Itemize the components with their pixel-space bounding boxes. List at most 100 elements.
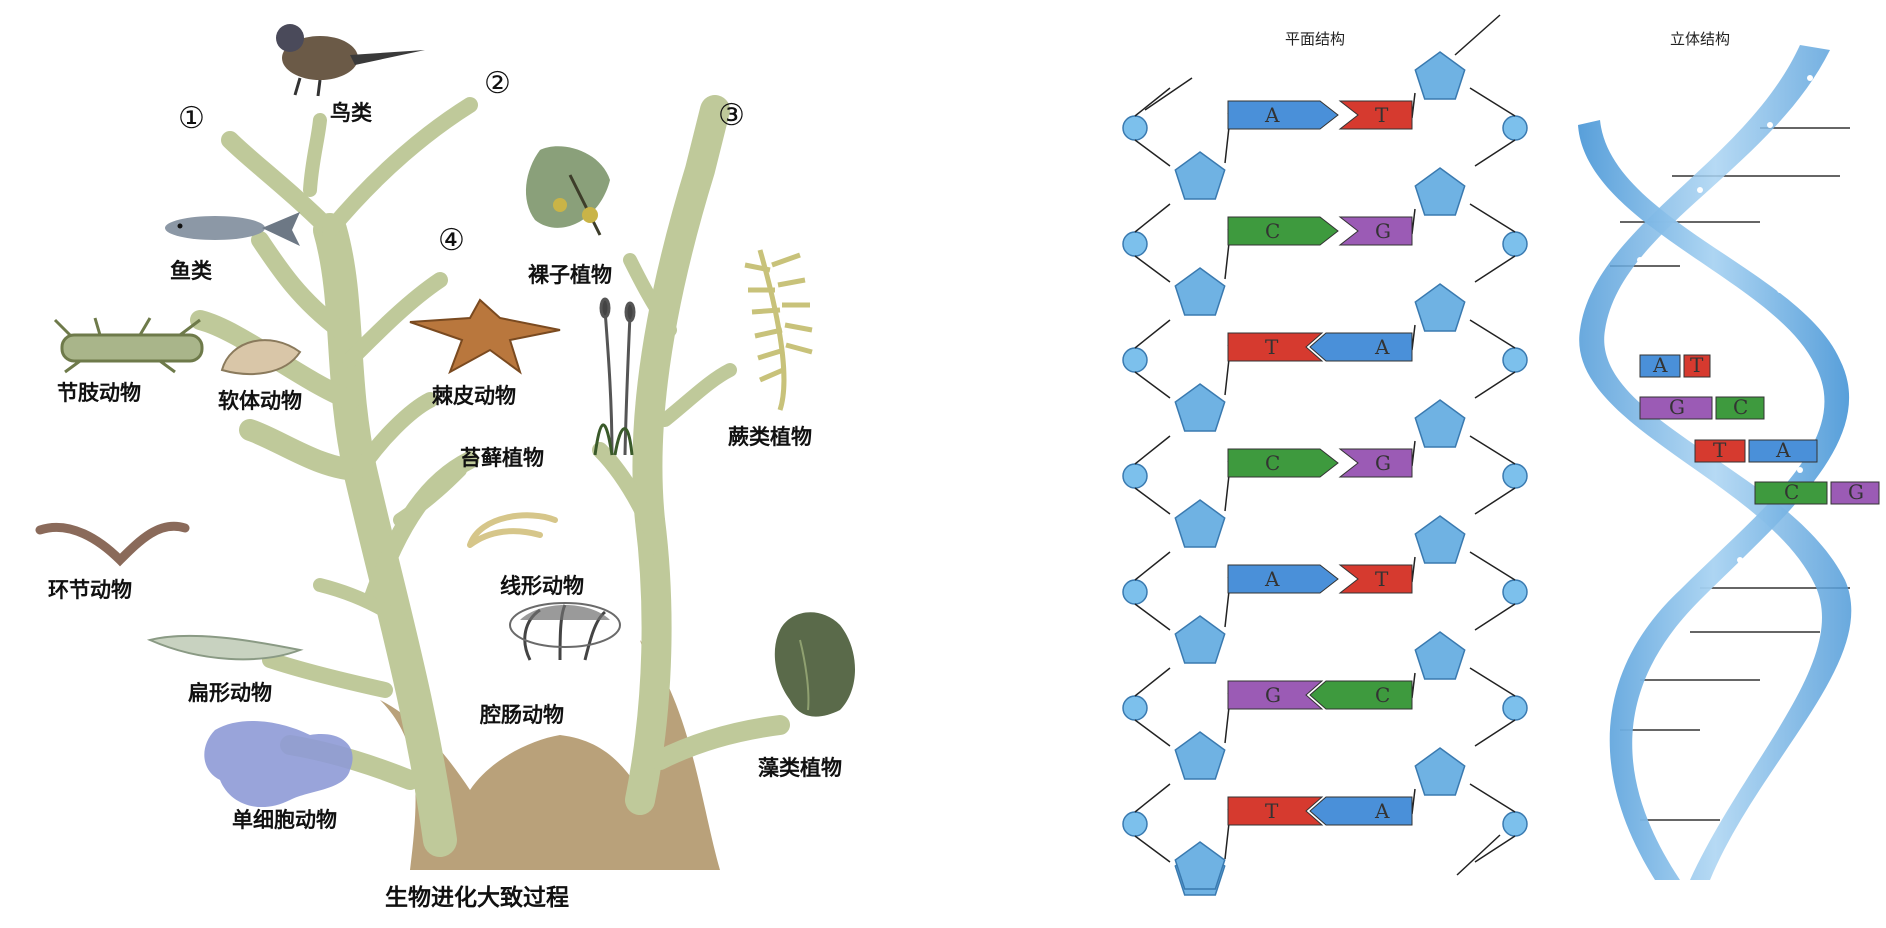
helix-dot [1737, 557, 1743, 563]
left-phosphate [1122, 811, 1148, 837]
coelenterate-icon [509, 602, 621, 661]
protozoa-icon [204, 720, 353, 808]
base-letter: A [1374, 799, 1390, 823]
flatworm-icon [146, 634, 304, 661]
base-g [1227, 680, 1324, 710]
base-g [1338, 216, 1413, 246]
label-arthropods: 节肢动物 [57, 381, 141, 405]
label-gymnosperms: 裸子植物 [528, 263, 612, 287]
base-c [1227, 216, 1339, 246]
label-fish: 鱼类 [170, 259, 213, 283]
left-deoxyribose [1174, 615, 1226, 664]
left-deoxyribose [1174, 731, 1226, 780]
base-letter: T [1265, 799, 1279, 823]
base-letter: C [1265, 219, 1280, 243]
branch-number-2: ② [484, 66, 511, 101]
helix-structure-title: 立体结构 [1670, 30, 1730, 48]
helix-dot [1807, 75, 1813, 81]
helix-dot [1687, 637, 1693, 643]
helix-base-letter: T [1690, 353, 1704, 377]
helix-base-letter: C [1784, 480, 1799, 504]
base-letter: G [1375, 451, 1391, 475]
base-a [1309, 332, 1413, 362]
label-protozoa: 单细胞动物 [232, 808, 337, 832]
label-echinoderms: 棘皮动物 [432, 384, 516, 408]
base-letter: T [1375, 567, 1389, 591]
fish-icon [165, 212, 300, 246]
gymnosperm-icon [525, 146, 610, 236]
annelid-icon [35, 521, 190, 567]
base-g [1338, 448, 1413, 478]
label-mosses: 苔藓植物 [460, 446, 544, 470]
branch-number-4: ④ [438, 223, 465, 258]
base-letter: A [1374, 335, 1390, 359]
helix-base-letter: G [1848, 480, 1864, 504]
right-phosphate [1502, 347, 1528, 373]
right-phosphate [1502, 231, 1528, 257]
helix-dot [1637, 257, 1643, 263]
label-coelenterates: 腔肠动物 [479, 703, 564, 727]
helix-base-g [1830, 481, 1880, 505]
nematode-icon [467, 512, 558, 548]
right-deoxyribose [1414, 631, 1466, 680]
left-phosphate [1122, 579, 1148, 605]
fern-icon [744, 249, 813, 411]
left-deoxyribose [1174, 151, 1226, 200]
helix-base-a [1639, 354, 1681, 378]
right-deoxyribose [1414, 167, 1466, 216]
branch-number-1: ① [178, 101, 205, 136]
left-phosphate [1122, 463, 1148, 489]
mollusk-icon [220, 339, 302, 375]
helix-base-t [1683, 354, 1711, 378]
base-t [1227, 332, 1324, 362]
left-deoxyribose [1174, 267, 1226, 316]
base-c [1309, 680, 1413, 710]
left-deoxyribose [1174, 841, 1226, 890]
helix-base-letter: A [1652, 353, 1668, 377]
plane-backbone [1122, 14, 1528, 896]
right-deoxyribose [1414, 515, 1466, 564]
plane-structure-title: 平面结构 [1285, 30, 1345, 48]
helix-dot [1767, 122, 1773, 128]
right-phosphate [1502, 463, 1528, 489]
label-flatworms: 扁形动物 [188, 681, 272, 705]
helix-base-c [1754, 481, 1828, 505]
right-deoxyribose [1414, 747, 1466, 796]
base-letter: G [1265, 683, 1281, 707]
label-algae: 藻类植物 [758, 756, 842, 780]
right-phosphate [1502, 115, 1528, 141]
helix-dot [1717, 367, 1723, 373]
base-letter: A [1264, 103, 1280, 127]
left-phosphate [1122, 231, 1148, 257]
right-phosphate [1502, 695, 1528, 721]
base-a [1227, 100, 1339, 130]
starfish-icon [409, 298, 561, 375]
helix-base-g [1639, 396, 1713, 420]
right-deoxyribose [1414, 51, 1466, 100]
right-deoxyribose [1414, 399, 1466, 448]
label-birds: 鸟类 [330, 101, 373, 125]
base-t [1338, 100, 1413, 130]
helix-base-t [1694, 439, 1746, 463]
helix-strand-front [1578, 120, 1850, 880]
helix-dot [1657, 737, 1663, 743]
arthropod-icon [53, 317, 204, 374]
helix-base-letter: G [1669, 395, 1685, 419]
helix-base-letter: T [1713, 438, 1727, 462]
base-letter: G [1375, 219, 1391, 243]
helix-base-letter: C [1733, 395, 1748, 419]
base-t [1227, 796, 1324, 826]
helix-dot [1777, 287, 1783, 293]
base-letter: C [1375, 683, 1390, 707]
alga-icon [774, 612, 855, 717]
label-ferns: 蕨类植物 [728, 425, 812, 449]
left-deoxyribose [1174, 499, 1226, 548]
base-c [1227, 448, 1339, 478]
base-a [1309, 796, 1413, 826]
bird-icon [276, 24, 425, 97]
base-letter: T [1375, 103, 1389, 127]
